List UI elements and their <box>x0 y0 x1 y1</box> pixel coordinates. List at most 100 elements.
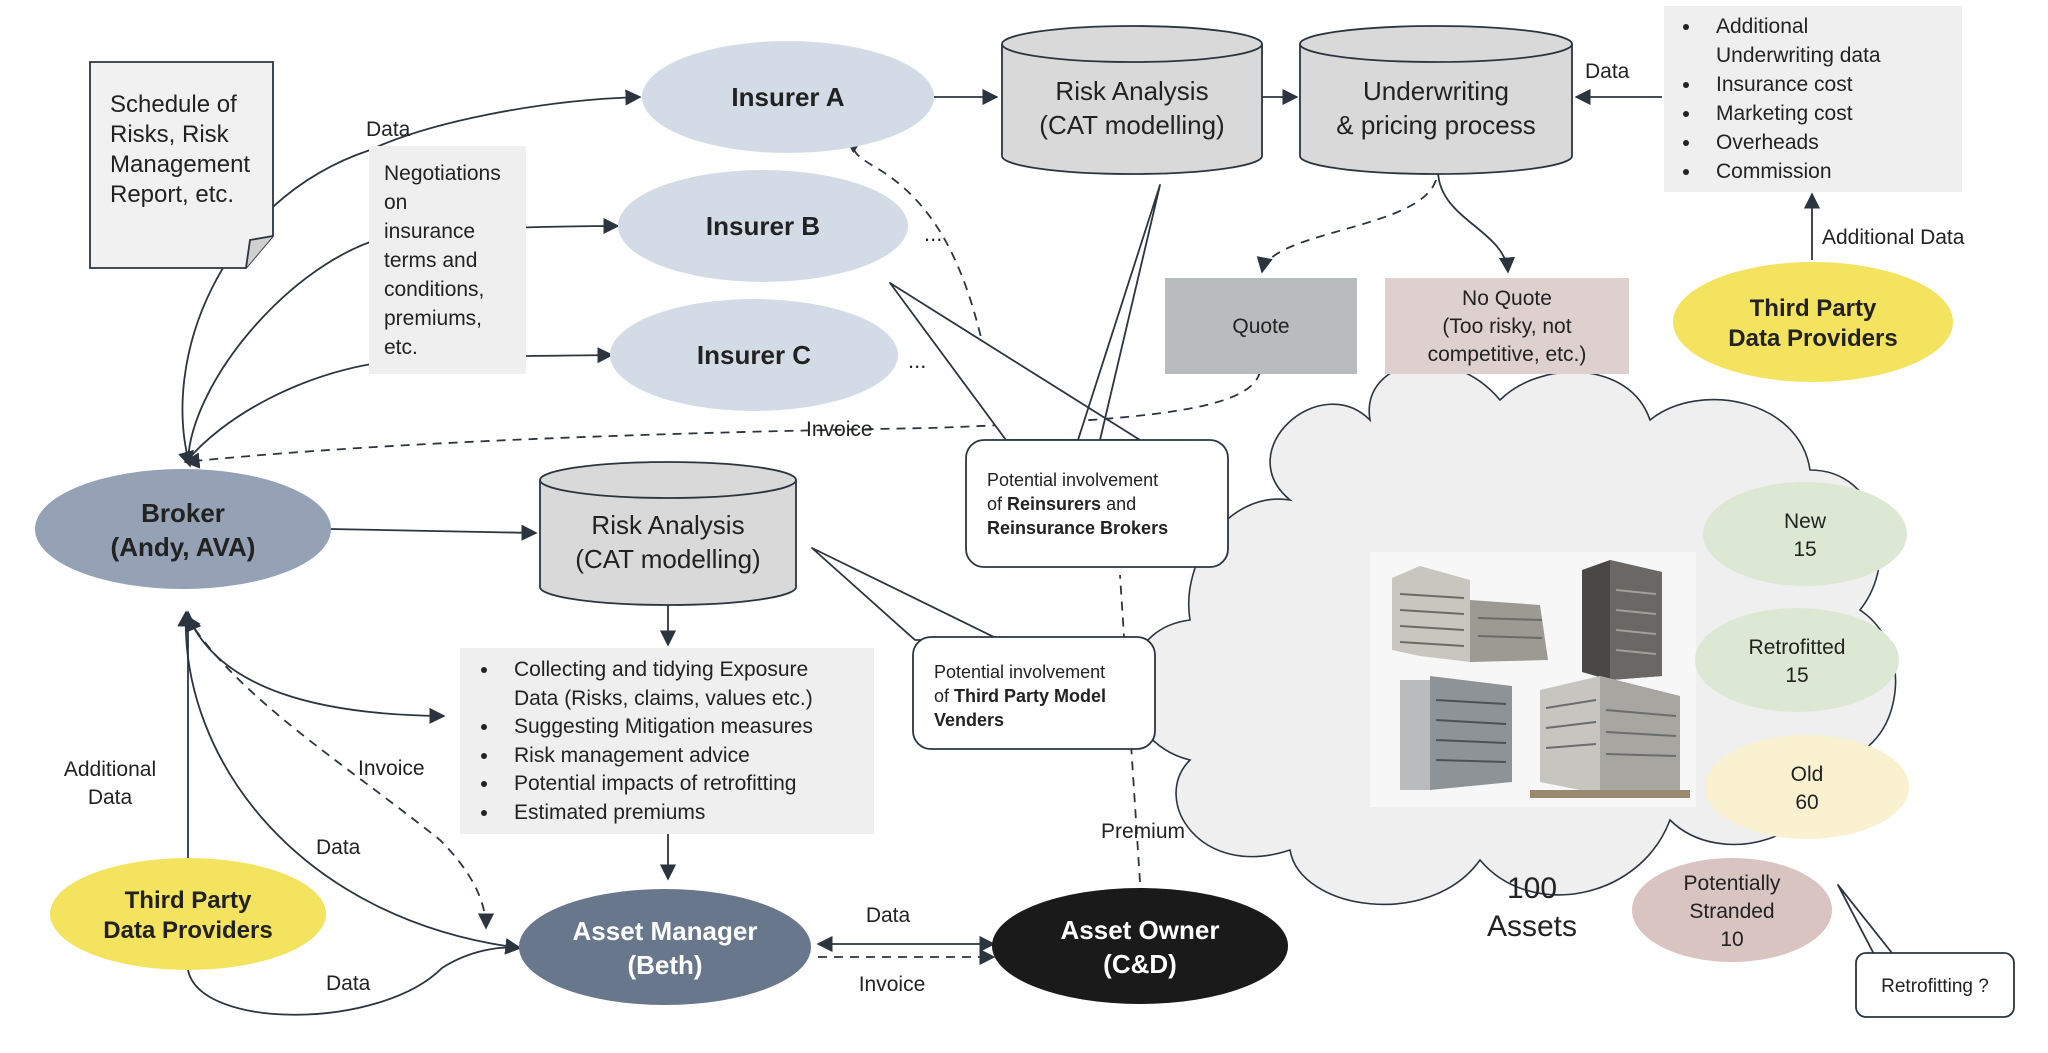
asset-new-label: New <box>1784 510 1827 533</box>
asset-new-node[interactable] <box>1703 482 1907 586</box>
insurer-c-label: Insurer C <box>697 340 811 370</box>
broker-line-2: (Andy, AVA) <box>111 532 256 562</box>
tpdp-left-node[interactable] <box>50 858 326 970</box>
model-callout-line-2: of Third Party Model <box>934 686 1106 706</box>
asset-owner-line-1: Asset Owner <box>1061 915 1220 945</box>
insurer-c-ellipsis: ... <box>908 348 926 373</box>
asset-manager-line-1: Asset Manager <box>573 916 758 946</box>
services-item-2: Suggesting Mitigation measures <box>500 713 900 742</box>
reinsurers-callout-line-3: Reinsurance Brokers <box>987 518 1168 538</box>
quote-box[interactable] <box>1165 278 1357 374</box>
asset-stranded-line-1: Potentially <box>1684 872 1781 895</box>
asset-owner-node[interactable] <box>992 888 1288 1004</box>
tpdp-right-line-2: Data Providers <box>1728 325 1897 352</box>
tpdp-left-line-2: Data Providers <box>103 917 272 944</box>
add-data-item-3: Marketing cost <box>1702 99 1992 128</box>
label-premium: Premium <box>1101 820 1185 843</box>
asset-retrofitted-count: 15 <box>1785 664 1808 687</box>
retrofit-callout-box <box>1855 952 2015 1018</box>
model-callout-line-1: Potential involvement <box>934 662 1105 682</box>
risk-mid-line-2: (CAT modelling) <box>575 544 760 574</box>
label-invoice-am-ao: Invoice <box>859 973 926 996</box>
asset-old-label: Old <box>1791 763 1824 786</box>
insurer-a-node[interactable] <box>642 41 934 153</box>
label-data-bottom: Data <box>326 972 371 995</box>
reinsurers-callout-line-1: Potential involvement <box>987 470 1158 490</box>
insurer-c-node[interactable] <box>610 299 898 411</box>
label-additional-data-left-2: Data <box>88 786 133 809</box>
broker-node[interactable] <box>35 469 331 589</box>
reinsurers-callout-line-2: of Reinsurers and <box>987 494 1136 514</box>
negotiations-line-7: etc. <box>384 336 418 359</box>
risk-analysis-top-cylinder[interactable] <box>1001 25 1263 175</box>
assets-total-number: 100 <box>1507 872 1557 905</box>
connector-tpdp-left-am <box>187 938 522 1016</box>
label-data-am-ao: Data <box>866 904 911 927</box>
services-item-5: Estimated premiums <box>500 799 900 828</box>
connector-broker-am-invoice-dashed <box>185 614 495 930</box>
label-additional-data-left-1: Additional <box>64 758 156 781</box>
negotiations-line-4: terms and <box>384 249 477 272</box>
no-quote-box[interactable] <box>1385 278 1629 374</box>
label-data-uw: Data <box>1585 60 1630 83</box>
negotiations-line-3: insurance <box>384 220 475 243</box>
retrofit-callout-text: Retrofitting ? <box>1881 976 1989 997</box>
buildings-image <box>1370 552 1696 807</box>
underwriting-line-1: Underwriting <box>1363 76 1509 106</box>
asset-stranded-count: 10 <box>1720 928 1743 951</box>
connector-invoice-broker-dashed <box>183 371 1261 469</box>
schedule-line-3: Management <box>110 151 250 178</box>
underwriting-cylinder[interactable] <box>1299 25 1573 175</box>
callout-retrofit-tail <box>1837 884 1897 959</box>
asset-stranded-line-2: Stranded <box>1689 900 1774 923</box>
negotiations-line-2: on <box>384 191 407 214</box>
tpdp-right-line-1: Third Party <box>1750 295 1877 322</box>
asset-retrofitted-node[interactable] <box>1695 608 1899 712</box>
schedule-line-2: Risks, Risk <box>110 121 230 148</box>
tpdp-right-node[interactable] <box>1673 262 1953 382</box>
no-quote-line-3: competitive, etc.) <box>1428 343 1587 366</box>
model-callout-box <box>912 636 1156 750</box>
negotiations-box <box>369 146 526 374</box>
asset-old-count: 60 <box>1795 791 1818 814</box>
reinsurers-callout-box <box>965 439 1229 568</box>
label-data-top: Data <box>366 118 411 141</box>
asset-owner-line-2: (C&D) <box>1103 949 1177 979</box>
add-data-item-2: Insurance cost <box>1702 70 1992 99</box>
assets-total-label: Assets <box>1487 910 1577 943</box>
asset-old-node[interactable] <box>1705 735 1909 839</box>
asset-stranded-node[interactable] <box>1632 858 1832 962</box>
connector-underwriting-quote-dashed <box>1256 179 1437 274</box>
schedule-line-1: Schedule of <box>110 91 237 118</box>
services-item-4: Potential impacts of retrofitting <box>500 770 900 799</box>
risk-top-line-1: Risk Analysis <box>1055 76 1208 106</box>
label-invoice-mid: Invoice <box>806 418 873 441</box>
no-quote-line-2: (Too risky, not <box>1442 315 1571 338</box>
broker-line-1: Broker <box>141 498 225 528</box>
asset-manager-node[interactable] <box>519 889 811 1005</box>
schedule-line-4: Report, etc. <box>110 181 234 208</box>
asset-manager-line-2: (Beth) <box>627 950 702 980</box>
insurer-b-node[interactable] <box>618 170 908 282</box>
insurer-b-ellipsis: ... <box>924 221 942 246</box>
add-data-item-4: Overheads <box>1702 128 1992 157</box>
quote-label: Quote <box>1232 315 1289 338</box>
connector-broker-risk-mid <box>329 524 538 541</box>
label-data-left: Data <box>316 836 361 859</box>
schedule-document <box>89 61 274 269</box>
connector-premium-dashed <box>1119 574 1141 883</box>
services-box <box>460 648 874 834</box>
insurer-a-label: Insurer A <box>731 82 844 112</box>
model-callout-line-3: Venders <box>934 710 1004 730</box>
risk-mid-line-1: Risk Analysis <box>591 510 744 540</box>
risk-analysis-mid-cylinder[interactable] <box>539 461 797 606</box>
add-data-item-5: Commission <box>1702 157 1992 186</box>
risk-top-line-2: (CAT modelling) <box>1039 110 1224 140</box>
connector-underwriting-noquote <box>1437 171 1516 274</box>
asset-retrofitted-label: Retrofitted <box>1749 636 1846 659</box>
services-item-3: Risk management advice <box>500 742 900 771</box>
